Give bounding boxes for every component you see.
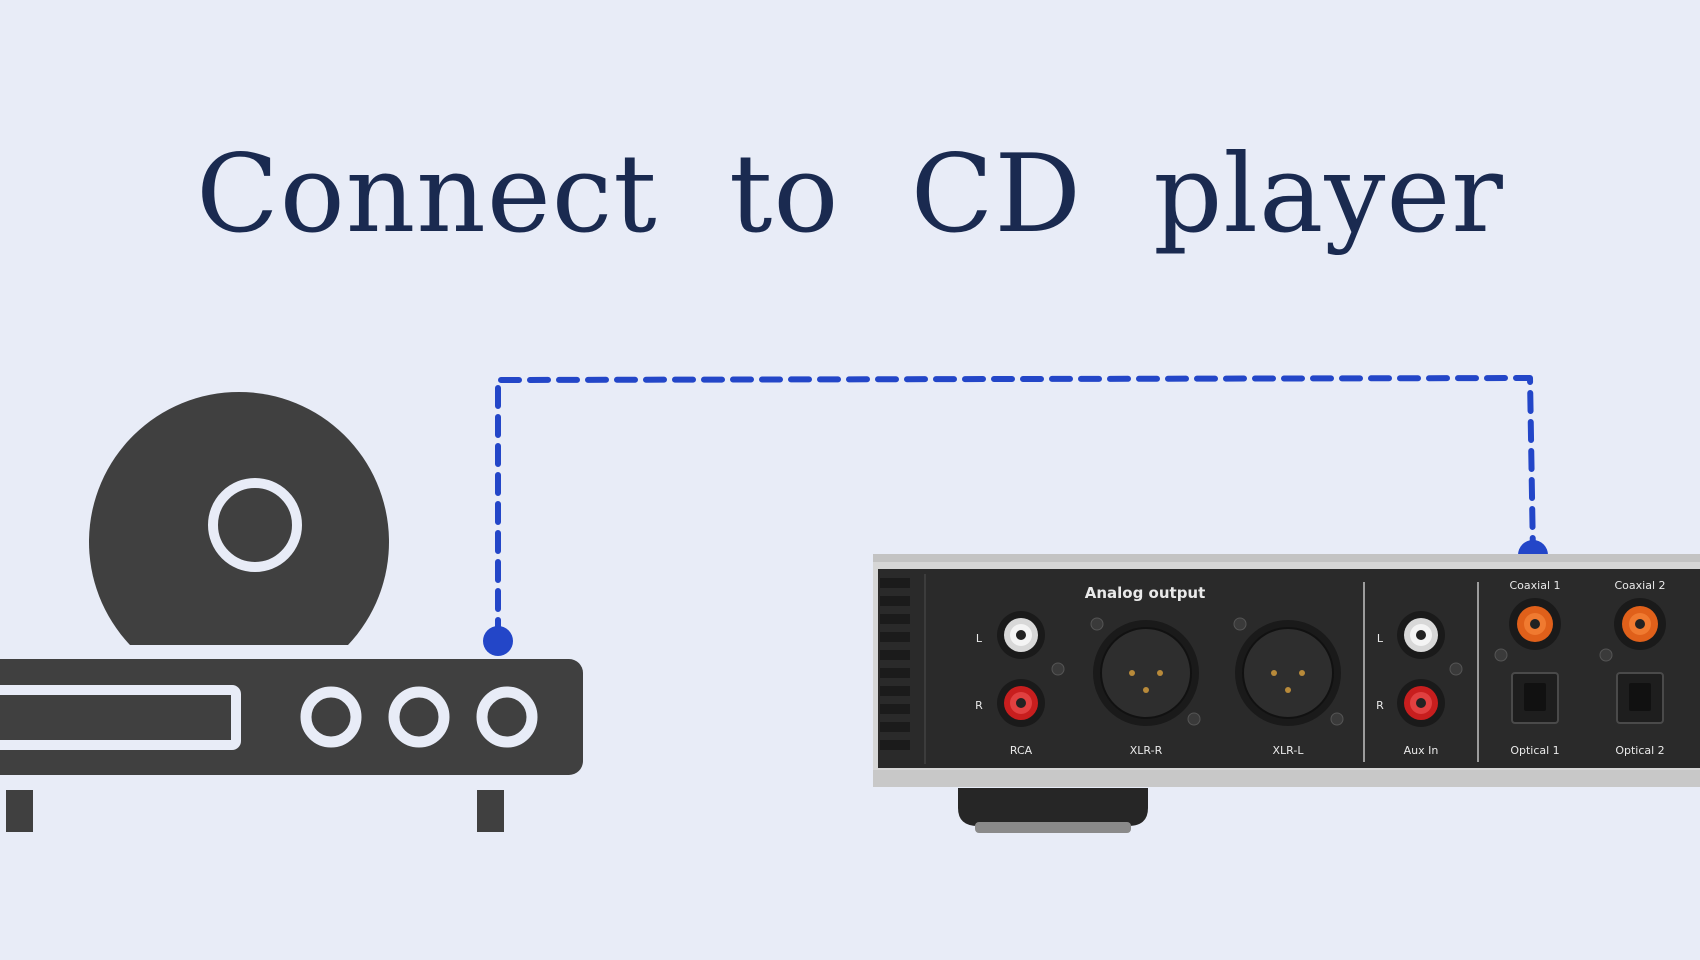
vent-grille — [880, 578, 910, 750]
cd-player-icon — [0, 391, 583, 832]
channel-label-right: R — [975, 699, 983, 712]
analog-output-label: Analog output — [1085, 584, 1206, 602]
aux-channel-left: L — [1377, 632, 1384, 645]
rca-label: RCA — [1010, 744, 1033, 757]
coaxial-1-label: Coaxial 1 — [1509, 579, 1560, 592]
aux-in-label: Aux In — [1404, 744, 1439, 757]
xlr-l-connector — [1233, 617, 1344, 726]
aux-channel-right: R — [1376, 699, 1384, 712]
disc-icon — [89, 391, 390, 645]
aux-in-jack-right — [1397, 679, 1445, 727]
player-foot — [6, 790, 33, 832]
device-foot — [958, 788, 1148, 826]
xlr-l-label: XLR-L — [1273, 744, 1305, 757]
player-foot — [477, 790, 504, 832]
rca-jack-left — [997, 611, 1045, 659]
optical-2-label: Optical 2 — [1615, 744, 1664, 757]
cable-endpoint-player — [483, 626, 513, 656]
disc-tray-slot — [0, 685, 241, 750]
player-button — [300, 686, 362, 748]
xlr-r-label: XLR-R — [1130, 744, 1163, 757]
optical-1-port — [1511, 672, 1559, 724]
page-title: Connect to CD player — [196, 132, 1504, 257]
player-button — [476, 686, 538, 748]
device-rear-panel: Analog output L R — [873, 554, 1700, 833]
xlr-r-connector — [1090, 617, 1201, 726]
coaxial-2-jack — [1614, 598, 1666, 650]
channel-label-left: L — [976, 632, 983, 645]
coaxial-1-jack — [1509, 598, 1561, 650]
coaxial-2-label: Coaxial 2 — [1614, 579, 1665, 592]
optical-1-label: Optical 1 — [1510, 744, 1559, 757]
aux-in-jack-left — [1397, 611, 1445, 659]
rca-jack-right — [997, 679, 1045, 727]
cd-player-body — [0, 659, 583, 775]
player-button — [388, 686, 450, 748]
optical-2-port — [1616, 672, 1664, 724]
